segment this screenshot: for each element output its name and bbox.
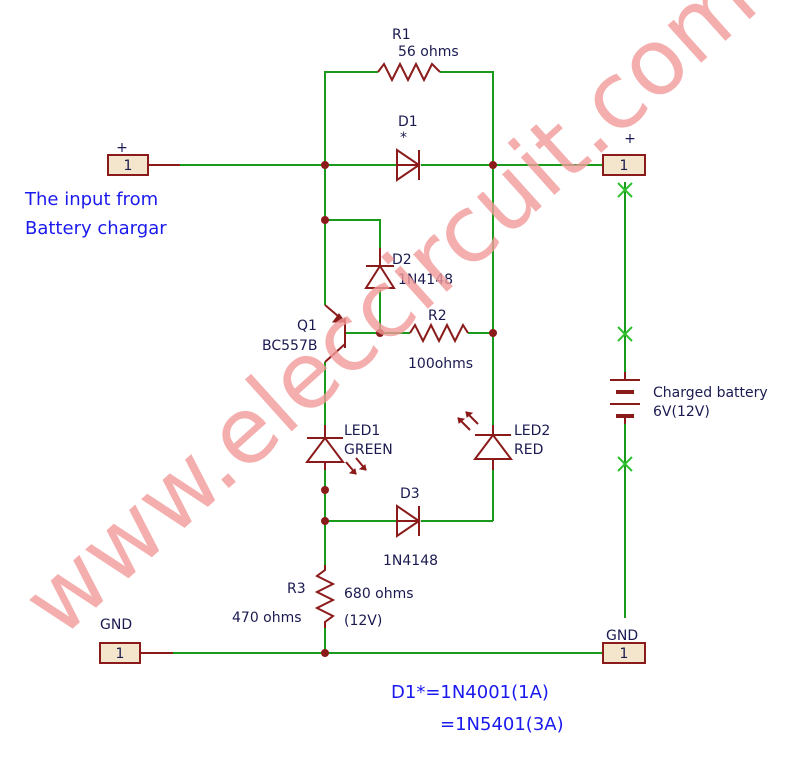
svg-text:GREEN: GREEN xyxy=(344,442,393,458)
svg-text:D3: D3 xyxy=(400,486,420,502)
gnd-left-connector: 1 GND xyxy=(99,617,173,664)
svg-text:D1: D1 xyxy=(398,114,418,130)
diode-d3: D3 1N4148 xyxy=(383,486,438,569)
svg-text:1N4148: 1N4148 xyxy=(398,272,453,288)
svg-text:1: 1 xyxy=(620,158,629,174)
svg-text:470 ohms: 470 ohms xyxy=(232,610,302,626)
transistor-q1: Q1 BC557B xyxy=(262,304,346,363)
battery-symbol: Charged battery 6V(12V) xyxy=(610,372,768,424)
diode-d2: D2 1N4148 xyxy=(364,248,453,289)
svg-text:R3: R3 xyxy=(287,581,306,597)
svg-text:Charged battery: Charged battery xyxy=(653,385,768,401)
svg-text:56 ohms: 56 ohms xyxy=(398,44,459,60)
led-led1: LED1 GREEN xyxy=(305,423,393,475)
svg-text:R1: R1 xyxy=(392,27,411,43)
footnote-line1: D1*=1N4001(1A) xyxy=(391,682,549,703)
gnd-right-connector: 1 GND xyxy=(602,628,646,664)
svg-text:1: 1 xyxy=(116,646,125,662)
svg-text:*: * xyxy=(400,130,407,146)
svg-text:R2: R2 xyxy=(428,308,447,324)
svg-text:1: 1 xyxy=(620,646,629,662)
svg-text:GND: GND xyxy=(100,617,132,633)
svg-text:680 ohms: 680 ohms xyxy=(344,586,414,602)
svg-text:(12V): (12V) xyxy=(344,613,382,629)
svg-text:D2: D2 xyxy=(392,252,412,268)
svg-text:Q1: Q1 xyxy=(297,318,317,334)
svg-text:+: + xyxy=(624,131,636,147)
svg-text:RED: RED xyxy=(514,442,543,458)
input-plus-connector: 1 + xyxy=(107,140,180,176)
svg-text:1: 1 xyxy=(124,158,133,174)
svg-text:GND: GND xyxy=(606,628,638,644)
footnote-line2: =1N5401(3A) xyxy=(440,714,564,735)
junction-dots xyxy=(321,161,497,657)
svg-text:LED2: LED2 xyxy=(514,423,550,439)
resistor-r3: R3 680 ohms 470 ohms (12V) xyxy=(232,565,414,629)
input-note-line2: Battery chargar xyxy=(25,218,167,239)
svg-text:+: + xyxy=(116,140,128,156)
svg-text:LED1: LED1 xyxy=(344,423,380,439)
no-connect-marks xyxy=(617,182,633,472)
led-led2: LED2 RED xyxy=(457,411,550,470)
svg-text:100ohms: 100ohms xyxy=(408,356,473,372)
resistor-r2: R2 100ohms xyxy=(408,308,473,372)
resistor-r1: R1 56 ohms xyxy=(377,27,459,83)
svg-text:BC557B: BC557B xyxy=(262,338,317,354)
input-note-line1: The input from xyxy=(24,189,158,210)
svg-text:1N4148: 1N4148 xyxy=(383,553,438,569)
svg-text:6V(12V): 6V(12V) xyxy=(653,404,710,420)
output-plus-connector: 1 + xyxy=(602,131,646,176)
diode-d1: D1 * xyxy=(396,114,421,182)
